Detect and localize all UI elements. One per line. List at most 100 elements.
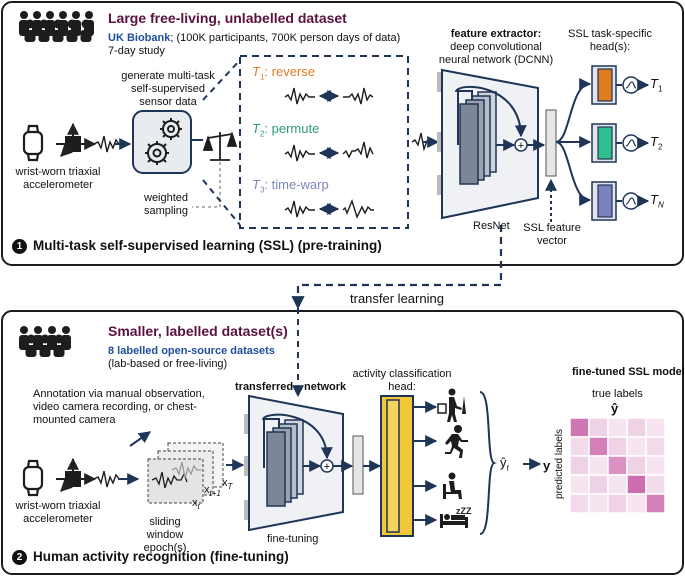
ssl-generator-box: [132, 110, 192, 174]
sliding-window-label: sliding window epoch(s): [143, 516, 187, 554]
tasks-zoom-line-top: [202, 59, 241, 101]
matrix-cell: [569, 417, 590, 438]
resnet-label: ResNet: [473, 220, 510, 232]
head-output-arrows: [413, 401, 438, 526]
sitting-icon: [443, 472, 462, 499]
sigmoid-icon: [625, 139, 637, 147]
head-2-output: T2: [650, 134, 663, 152]
matrix-cell: [588, 493, 609, 514]
ssl-head-core-3: [597, 184, 613, 218]
matrix-cell: [588, 455, 609, 476]
balance-scale-icon: [202, 131, 238, 161]
matrix-cell: [569, 493, 590, 514]
true-labels-label: true labels: [592, 388, 643, 400]
matrix-cell: [626, 493, 647, 514]
predicted-labels-label: predicted labels: [554, 428, 565, 500]
matrix-cell: [645, 417, 666, 438]
activation-icon: [622, 134, 640, 152]
bottom-panel-title: Smaller, labelled dataset(s): [108, 323, 288, 339]
bottom-panel: [1, 310, 684, 575]
sleeping-icon: zZZ: [440, 506, 472, 528]
matrix-cell: [626, 474, 647, 495]
fine-tuning-label: fine-tuning: [267, 533, 319, 545]
watch-icon: [22, 124, 44, 162]
matrix-y-label: y: [543, 458, 551, 473]
accelerometer-axes-icon-bottom: [56, 457, 97, 492]
weighted-sampling-label: weighted sampling: [144, 192, 189, 217]
confusion-matrix: [569, 417, 666, 514]
matrix-cell: [588, 417, 609, 438]
bottom-dataset-detail: (lab-based or free-living): [108, 358, 228, 370]
matrix-cell: [645, 474, 666, 495]
matrix-cell: [626, 417, 647, 438]
bottom-sensor-label: wrist-worn triaxial accelerometer: [15, 500, 101, 525]
matrix-cell: [645, 436, 666, 457]
matrix-cell: [607, 493, 628, 514]
svg-text:+: +: [324, 461, 330, 473]
output-brace: [479, 391, 497, 535]
top-dataset-detail: ; (100K participants, 700K person days o…: [170, 32, 401, 44]
tasks-box: [239, 55, 409, 229]
task-3-label: T3: time-warp: [252, 177, 329, 195]
raw-signal-icon: [93, 135, 123, 153]
transfer-arrow: [291, 225, 503, 310]
task-waveforms: [284, 87, 374, 219]
task-1-label: T1: reverse: [252, 64, 315, 82]
feature-vector-bar-bottom: [352, 435, 364, 495]
annotation-arrow: [129, 431, 151, 447]
matrix-cell: [607, 455, 628, 476]
top-dataset-name: UK Biobank: [108, 32, 171, 44]
window-label-xt: xt: [192, 497, 200, 512]
sigmoid-icon: [625, 81, 637, 89]
top-panel: [1, 1, 684, 266]
window-label-xt1: xt+1: [204, 484, 221, 499]
running-icon: [445, 425, 468, 458]
task-arrows: [318, 90, 340, 215]
ssl-heads: [591, 65, 650, 221]
housework-icon: [437, 388, 466, 422]
svg-text:zZZ: zZZ: [456, 506, 472, 516]
ssl-head-core-1: [597, 68, 613, 102]
activity-head-label: activity classification head:: [352, 368, 452, 393]
activation-icon: [622, 76, 640, 94]
network-label: network: [304, 381, 347, 393]
gear-icon: [145, 118, 182, 165]
top-study-duration: 7-day study: [108, 45, 165, 57]
activity-classification-head: [380, 395, 414, 537]
watch-icon-bottom: [22, 459, 44, 497]
dcnn-top: +: [437, 68, 546, 220]
raw-signal-icon-bottom: [93, 470, 123, 488]
bottom-dataset-name: 8 labelled open-source datasets: [108, 345, 275, 357]
matrix-cell: [626, 436, 647, 457]
annotation-label: Annotation via manual observation, video…: [33, 388, 205, 426]
head-1-output: T1: [650, 76, 663, 94]
matrix-cell: [626, 455, 647, 476]
top-dataset-line: UK Biobank; (100K participants, 700K per…: [108, 32, 400, 45]
matrix-cell: [588, 474, 609, 495]
top-panel-title: Large free-living, unlabelled dataset: [108, 10, 347, 26]
matrix-cell: [588, 436, 609, 457]
activation-icon: [622, 192, 640, 210]
feature-vector-bar: [545, 109, 557, 177]
accelerometer-axes-icon: [56, 122, 97, 157]
matrix-cell: [569, 436, 590, 457]
head-n-output: TN: [650, 192, 664, 210]
head-branches: [555, 78, 592, 206]
matrix-cell: [607, 417, 628, 438]
feature-extractor-label: feature extractor:deep convolutional neu…: [438, 28, 554, 66]
matrix-yhat-label: ŷ: [611, 401, 619, 416]
tasks-zoom-line-bottom: [202, 179, 241, 226]
generate-label: generate multi-task self-supervised sens…: [121, 70, 215, 108]
transfer-learning-label: transfer learning: [350, 291, 444, 306]
matrix-cell: [607, 474, 628, 495]
ssl-heads-label: SSL task-specific head(s):: [568, 28, 652, 53]
crowd-small-icon: [19, 326, 71, 357]
prediction-yhat: ŷt: [500, 455, 509, 473]
matrix-cell: [645, 493, 666, 514]
matrix-cell: [569, 455, 590, 476]
fine-tuned-model-label: fine-tuned SSL model: [572, 366, 685, 378]
ssl-head-core-2: [597, 126, 613, 160]
